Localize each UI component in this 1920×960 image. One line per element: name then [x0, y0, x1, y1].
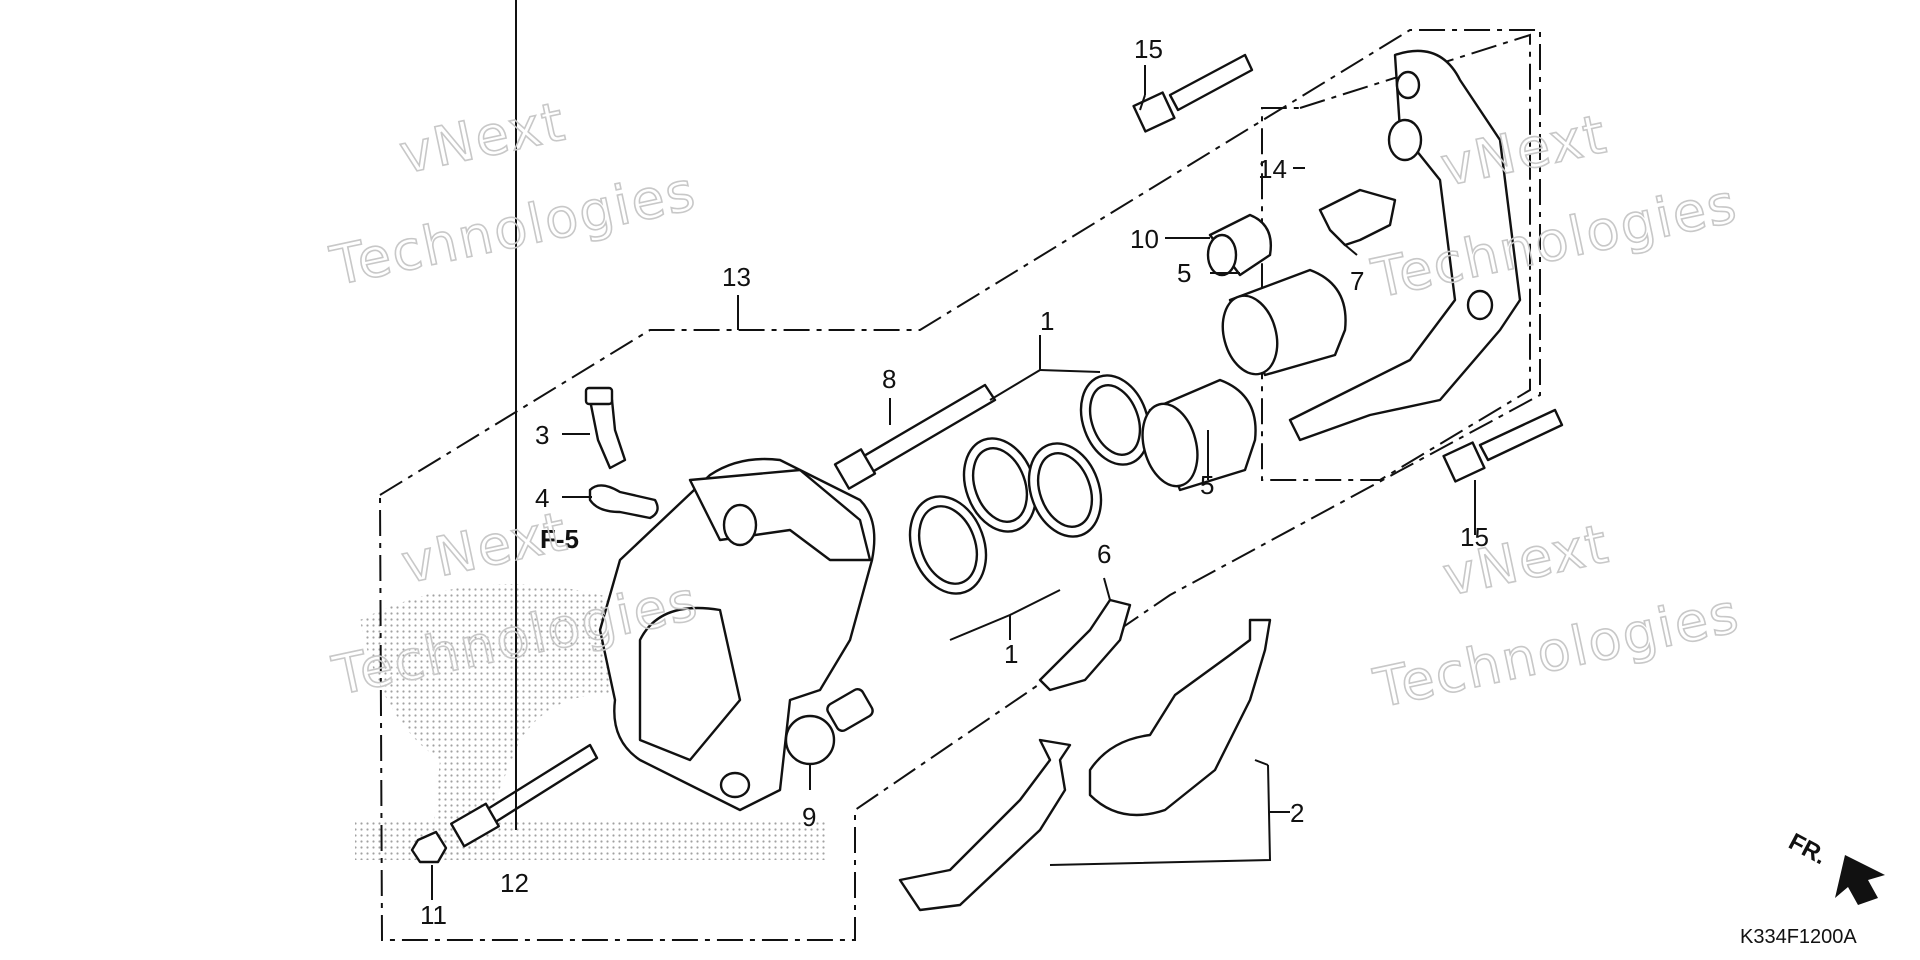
caliper-assembly-outline — [378, 29, 1541, 941]
svg-text:Technologies: Technologies — [1366, 172, 1743, 311]
svg-text:vNext: vNext — [394, 90, 571, 187]
caliper-body — [598, 457, 876, 812]
callout-3: 3 — [535, 420, 549, 450]
callout-5-bottom: 5 — [1200, 470, 1214, 500]
bracket-assembly-outline — [1261, 33, 1531, 481]
pin-boot — [1206, 213, 1272, 277]
callout-7: 7 — [1350, 266, 1364, 296]
caliper-pin-bolt — [833, 383, 997, 490]
sleeve-pin — [449, 743, 599, 848]
bracket-bolt-bottom — [1442, 408, 1564, 483]
callout-1-top: 1 — [1040, 306, 1054, 336]
svg-text:Technologies: Technologies — [325, 159, 702, 298]
watermarks: vNext Technologies vNext Technologies vN… — [324, 89, 1746, 721]
leader-lines — [431, 0, 1476, 900]
svg-text:Technologies: Technologies — [1368, 581, 1745, 720]
front-direction-arrow-icon: FR. — [1784, 828, 1885, 905]
reference-f5: F-5 — [540, 524, 579, 554]
piston-plug — [784, 688, 874, 766]
pistons — [1141, 268, 1347, 492]
piston-seals — [908, 374, 1151, 595]
callout-11: 11 — [420, 900, 447, 930]
callout-15-bottom: 15 — [1460, 522, 1489, 552]
callout-10: 10 — [1130, 224, 1159, 254]
svg-text:FR.: FR. — [1784, 828, 1831, 870]
caliper-bracket — [1288, 49, 1522, 442]
callout-labels: 1 1 2 3 4 5 5 6 7 8 9 10 11 12 13 14 15 … — [420, 34, 1489, 930]
callout-2: 2 — [1290, 798, 1304, 828]
sleeve-pin-nut — [410, 830, 448, 864]
bleeder-screw — [584, 386, 627, 470]
callout-9: 9 — [802, 802, 816, 832]
callout-14: 14 — [1258, 154, 1287, 184]
callout-4: 4 — [535, 483, 549, 513]
diagram-code: K334F1200A — [1740, 926, 1857, 948]
pad-retainer — [1318, 188, 1397, 247]
callout-5-top: 5 — [1177, 258, 1191, 288]
svg-text:vNext: vNext — [396, 499, 573, 596]
brake-pads — [898, 618, 1272, 912]
callout-13: 13 — [722, 262, 751, 292]
pad-spring — [1038, 598, 1132, 692]
callout-1-bottom: 1 — [1004, 639, 1018, 669]
callout-15-top: 15 — [1134, 34, 1163, 64]
bleeder-cap — [588, 484, 659, 520]
callout-12: 12 — [500, 868, 529, 898]
bracket-bolt-top — [1132, 53, 1254, 133]
callout-8: 8 — [882, 364, 896, 394]
callout-6: 6 — [1097, 539, 1111, 569]
